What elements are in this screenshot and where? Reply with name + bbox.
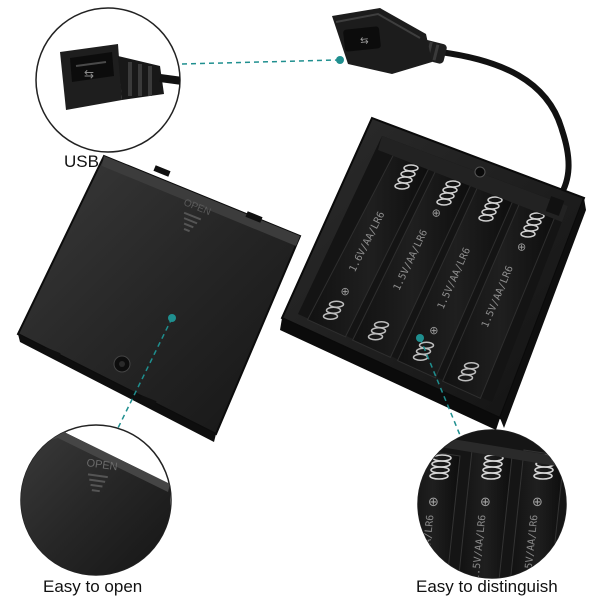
inset-polarity-plus-mark: ⊕ [532,495,543,510]
spring-contact [436,180,461,206]
usb-detail-inset: ⇆ [35,7,181,153]
usb-pointer-dot [336,56,344,64]
battery-cover-lid: OPEN [16,154,302,442]
spring-contact [478,196,503,222]
usb-pointer-line [181,59,339,65]
svg-text:⇆: ⇆ [84,67,94,81]
spring-contact [394,164,419,190]
battery-holder-box: ⊕1.6V/AA/LR6⊕1.5V/AA/LR6⊕1.5V/AA/LR6⊕1.5… [280,116,586,430]
polarity-plus-mark: ⊕ [429,324,438,337]
box-detail-inset: ⊕1.5V/AA/LR6⊕1.5V/AA/LR6⊕1.5V/AA/LR6 [417,429,567,579]
polarity-plus-mark: ⊕ [517,240,526,253]
inset-polarity-plus-mark: ⊕ [428,495,439,510]
polarity-plus-mark: ⊕ [341,285,350,298]
lid-detail-inset: OPEN [20,424,172,576]
spring-contact [322,300,345,320]
spring-contact [367,321,390,341]
inset-polarity-plus-mark: ⊕ [480,495,491,510]
box-pointer-line [419,337,463,441]
inset-open-label: OPEN [86,457,119,473]
polarity-plus-mark: ⊕ [432,206,441,219]
battery-slots: ⊕1.6V/AA/LR6⊕1.5V/AA/LR6⊕1.5V/AA/LR6⊕1.5… [306,150,558,400]
spring-contact [520,212,545,238]
caption-easy-to-distinguish: Easy to distinguish [416,577,558,596]
svg-text:⇆: ⇆ [360,35,369,47]
lid-pointer-line [117,317,173,429]
inset-spring-contact [481,454,504,480]
caption-easy-to-open: Easy to open [43,577,143,596]
caption-usb: USB [64,152,99,171]
usb-connector: ⇆ [332,8,432,74]
spring-contact [457,362,480,382]
